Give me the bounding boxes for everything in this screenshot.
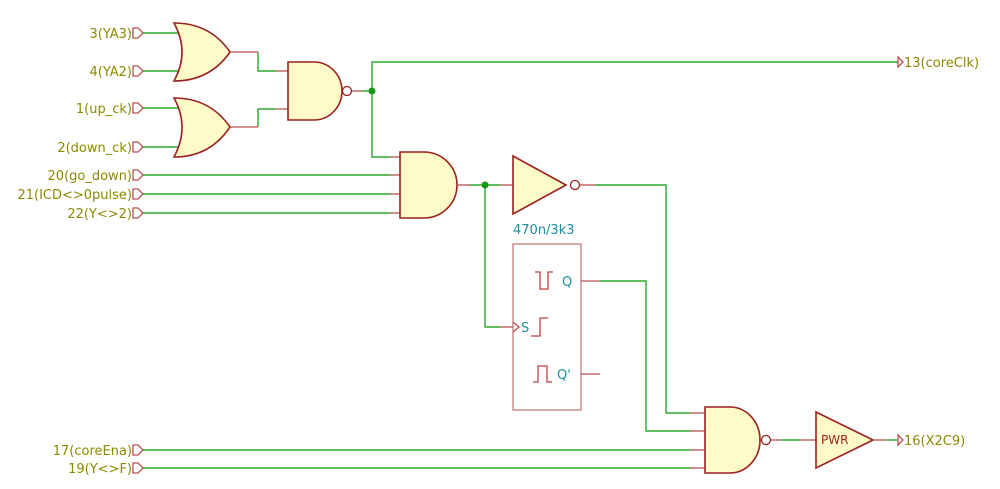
inverter-body [512, 154, 568, 216]
port-label-icd-pulse: 21(ICD<>0pulse) [17, 188, 132, 203]
wire-or1-out [257, 52, 276, 72]
port-label-down-ck: 2(down_ck) [57, 141, 132, 156]
input-port-arrow [132, 169, 144, 181]
or-gate-2-body [172, 97, 231, 158]
nand-gate-clock [276, 61, 362, 121]
pulse-waveform-icon [533, 365, 552, 383]
nand-gate-clock-bubble [341, 85, 353, 97]
input-port-arrow [132, 444, 144, 456]
monoflop-value: 470n/3k3 [513, 223, 575, 238]
port-label-x2c9: 16(X2C9) [904, 434, 965, 449]
monoflop-clock-marker [512, 321, 521, 333]
nand-gate-output [690, 406, 780, 474]
pulse-waveform-icon [535, 271, 553, 290]
wire-or2-out [257, 108, 276, 127]
input-port-arrow [132, 65, 144, 77]
output-port-arrow [897, 433, 904, 447]
inverter-bubble [569, 179, 581, 191]
input-port-arrow [132, 141, 144, 153]
and-gate-4in-body [399, 151, 458, 219]
port-label-core-ena: 17(coreEna) [53, 444, 132, 459]
junction-dot-coreclk [368, 87, 376, 95]
input-port-arrow [132, 102, 144, 114]
or-gate-1-body [172, 22, 231, 82]
port-label-ya2: 4(YA2) [89, 65, 132, 80]
monoflop: 470n/3k3 S Q Q' [500, 223, 600, 411]
port-label-y-ne-2: 22(Y<>2) [67, 207, 132, 222]
or-gate-2 [172, 97, 258, 158]
or-gate-1 [172, 22, 258, 82]
monoflop-pin-s-label: S [521, 321, 529, 336]
port-label-go-down: 20(go_down) [48, 169, 132, 184]
wires [142, 32, 898, 469]
wire-coreclk [362, 61, 898, 92]
and-gate-4in [390, 151, 470, 219]
port-label-up-ck: 1(up_ck) [76, 102, 132, 117]
input-port-arrow [132, 27, 144, 39]
input-port-arrow [132, 207, 144, 219]
wire-mono-q [600, 280, 690, 432]
input-port-arrow [132, 188, 144, 200]
port-label-y-ne-f: 19(Y<>F) [68, 462, 132, 477]
port-label-ya3: 3(YA3) [89, 27, 132, 42]
junction-dot-and-out [481, 181, 489, 189]
output-port-arrow [897, 55, 904, 69]
monoflop-pin-qn-label: Q' [557, 368, 571, 383]
input-ports: 3(YA3) 4(YA2) 1(up_ck) 2(down_ck) 20(go_… [17, 27, 144, 477]
wire-to-monoflop [484, 185, 500, 328]
nand-gate-output-body [704, 406, 761, 474]
inverter [500, 154, 595, 216]
nand-gate-output-bubble [760, 434, 772, 446]
step-waveform-icon [531, 317, 548, 337]
pwr-buffer-label: PWR [821, 433, 848, 447]
wire-coreclk-to-and [371, 91, 390, 158]
wire-inv-out [595, 184, 690, 414]
output-ports: 13(coreClk) 16(X2C9) [897, 55, 979, 449]
input-port-arrow [132, 462, 144, 474]
port-label-core-clk: 13(coreClk) [904, 56, 979, 71]
monoflop-pin-q-label: Q [562, 275, 572, 290]
nand-gate-clock-body [287, 61, 343, 121]
pwr-buffer: PWR [800, 410, 886, 470]
pwr-buffer-body [815, 410, 875, 470]
